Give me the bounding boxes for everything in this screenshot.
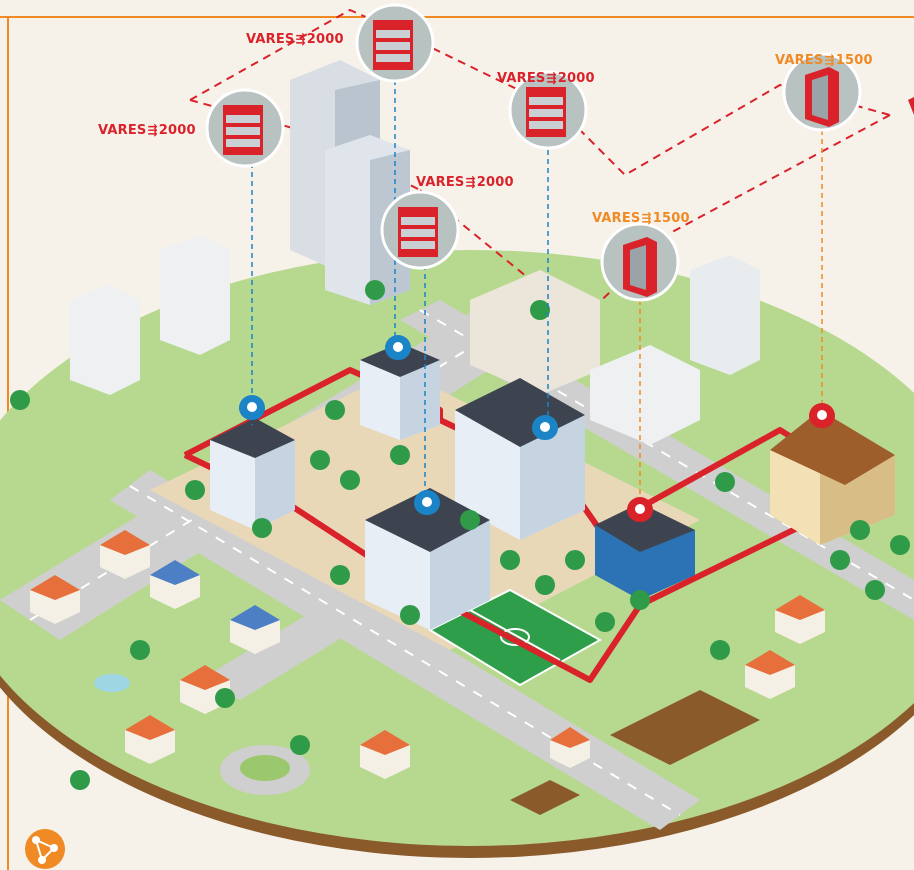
map-pins (239, 335, 835, 522)
building-office (595, 503, 695, 600)
server-cabinet-icon (205, 88, 285, 168)
offscreen-device-fragment (908, 97, 914, 115)
building-center (365, 488, 490, 630)
door-detector-icon (782, 52, 862, 132)
fountain (94, 674, 130, 692)
server-cabinet-icon (380, 190, 460, 270)
device-label-right-red: VARES⇶2000 (497, 71, 595, 86)
server-cabinet-icon (508, 70, 588, 150)
small-field (510, 780, 580, 815)
device-label-mid-orange: VARES⇶1500 (592, 211, 690, 226)
building-top (360, 343, 440, 440)
map-pin-icon (809, 403, 835, 428)
map-pin-icon (414, 490, 440, 515)
roundabout (220, 745, 310, 795)
map-pin-icon (532, 415, 558, 440)
office-towers (70, 60, 760, 445)
building-left (210, 418, 295, 530)
plowed-field (610, 690, 760, 765)
device-bubbles (205, 3, 862, 302)
houses (30, 530, 825, 779)
device-label-top: VARES⇶2000 (246, 32, 344, 47)
trees (10, 280, 910, 790)
building-mansion (770, 410, 895, 545)
network-logo-icon (25, 829, 65, 869)
server-cabinet-icon (355, 3, 435, 83)
device-label-left: VARES⇶2000 (98, 123, 196, 138)
campus-buildings (210, 343, 895, 630)
device-label-far-orange: VARES⇶1500 (775, 53, 873, 68)
drop-lines (251, 80, 823, 505)
door-detector-icon (600, 222, 680, 302)
map-pin-icon (239, 395, 265, 420)
map-pin-icon (385, 335, 411, 360)
device-label-center: VARES⇶2000 (416, 175, 514, 190)
map-pin-icon (627, 497, 653, 522)
